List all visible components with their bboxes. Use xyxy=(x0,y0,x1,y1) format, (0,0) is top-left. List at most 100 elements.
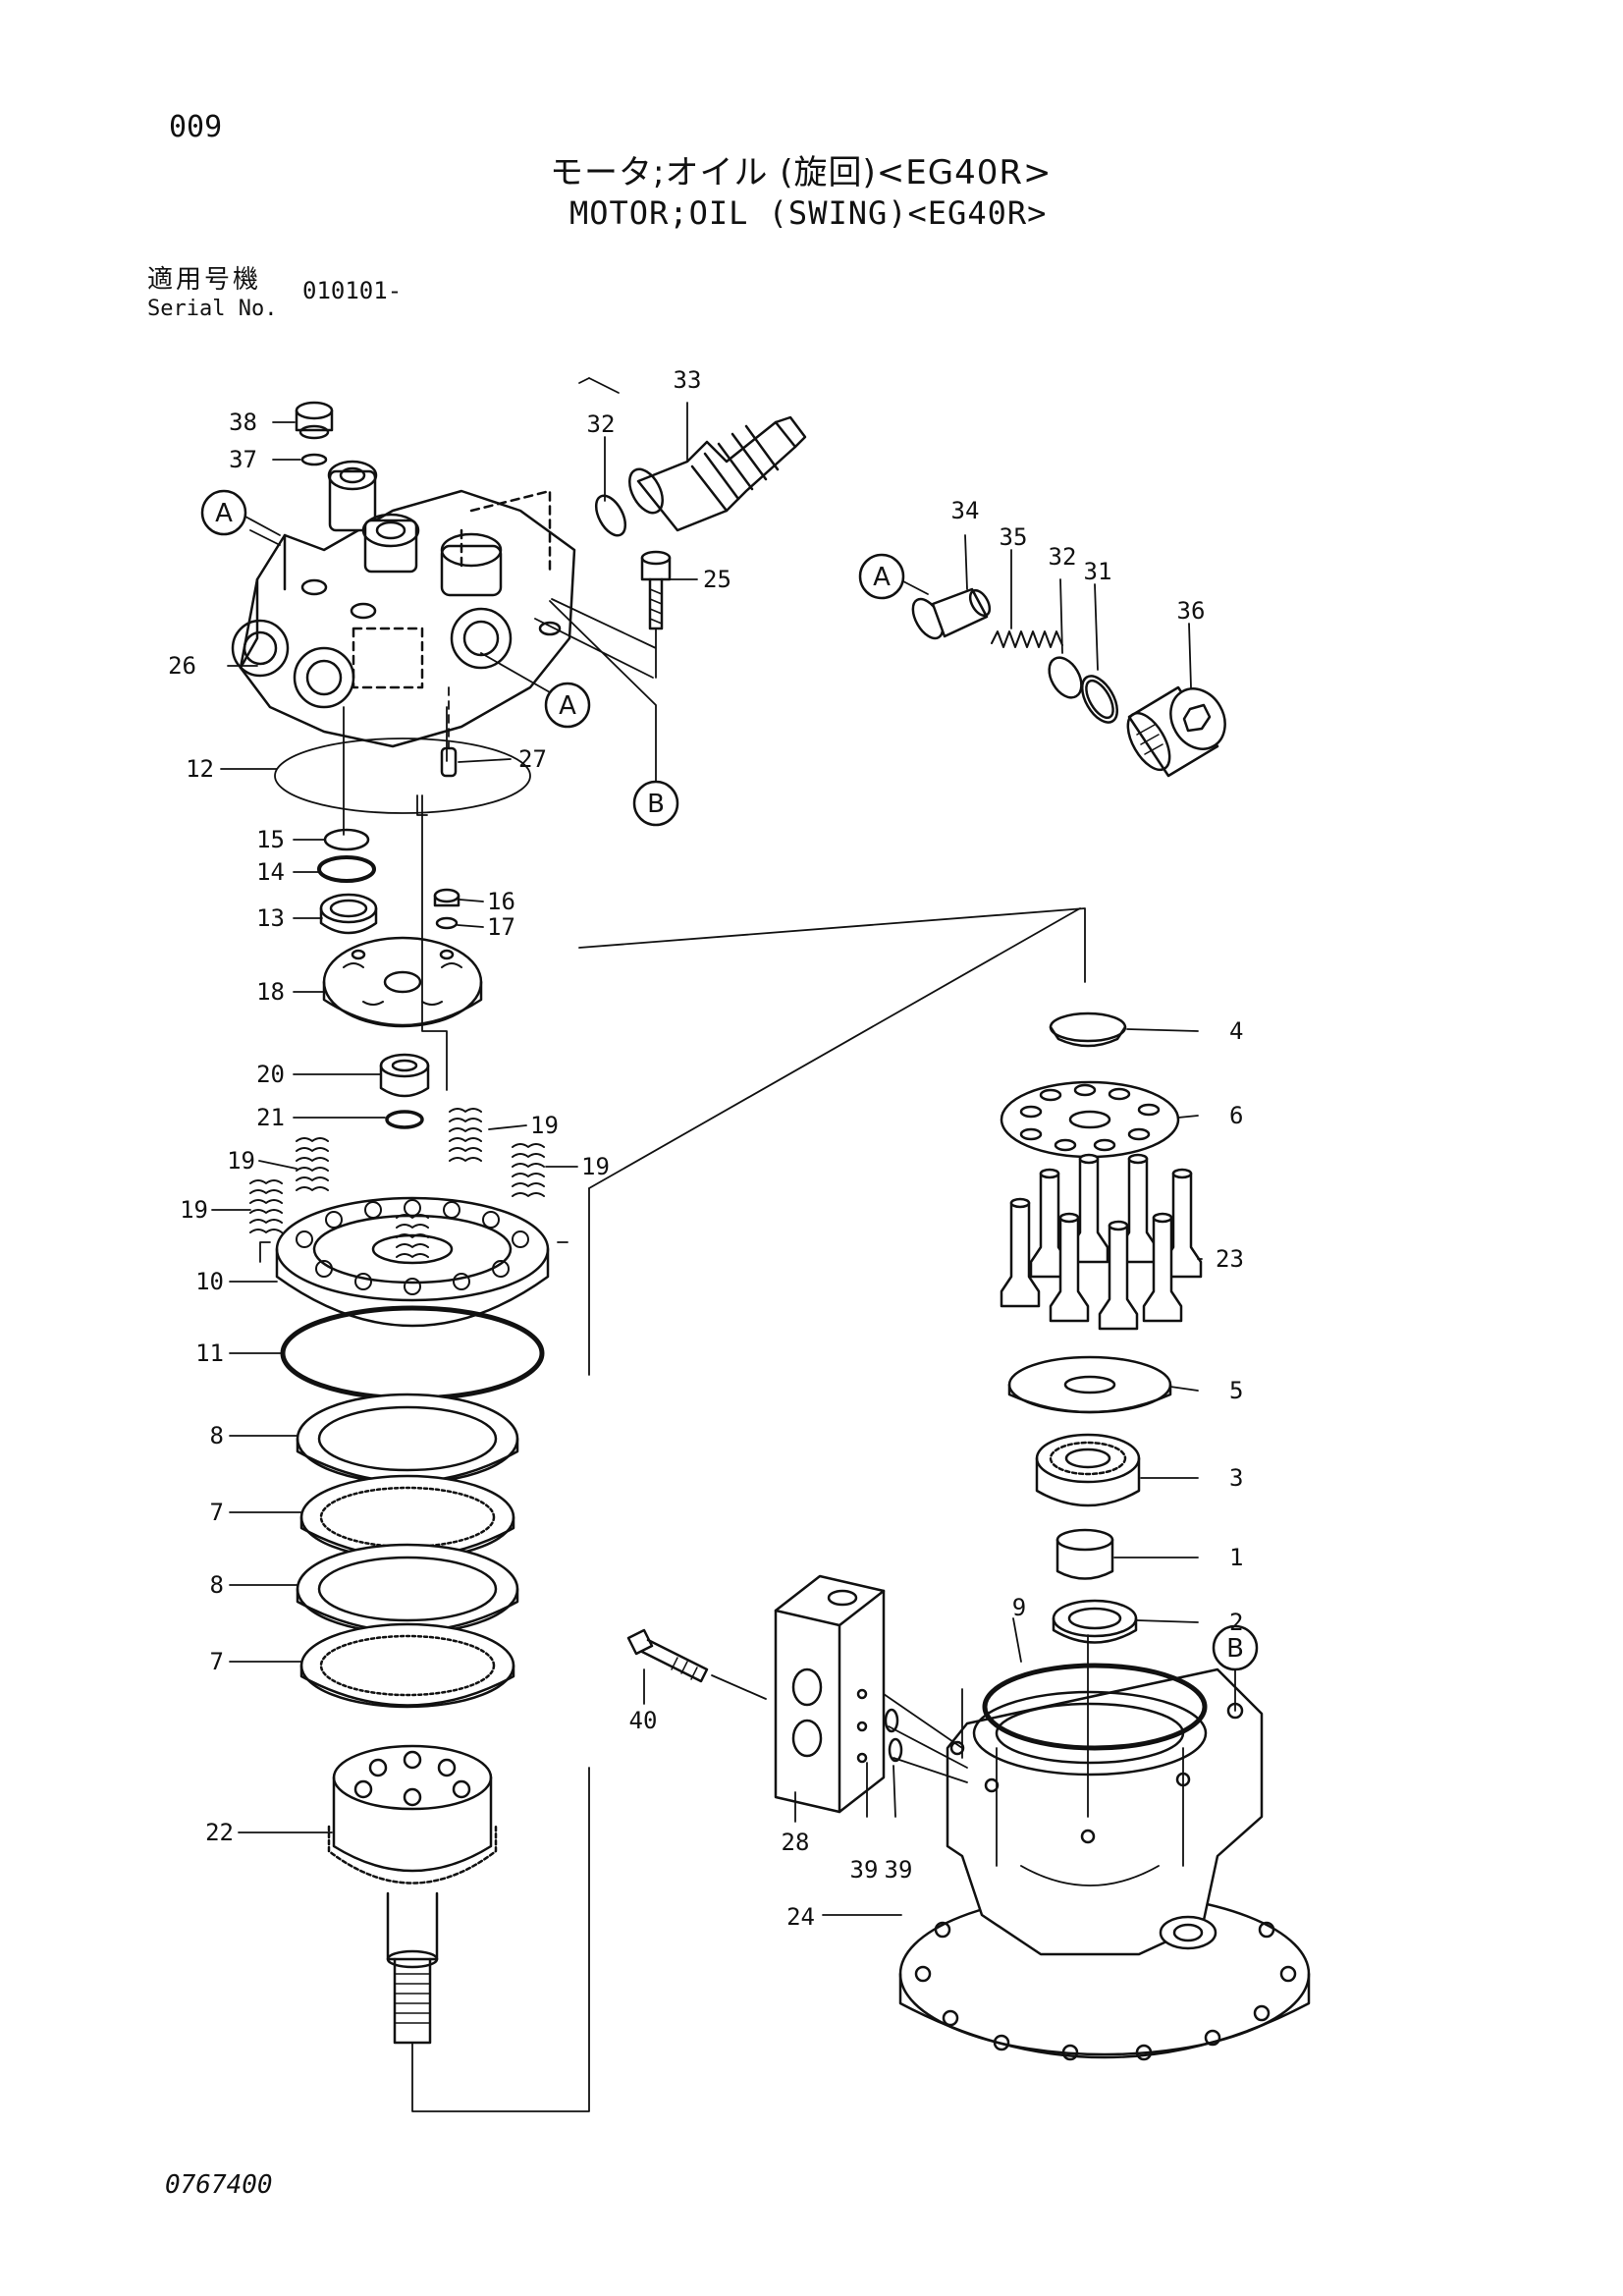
label-14: 14 xyxy=(256,858,285,886)
part-36-cap-drawing xyxy=(1126,685,1226,778)
serial-label-english: Serial No. xyxy=(147,297,278,321)
callout-marks: A A A B B xyxy=(200,489,1259,1671)
part-8-plate-upper-drawing xyxy=(296,1393,519,1485)
part-37-oring-drawing xyxy=(300,453,328,466)
label-24: 24 xyxy=(786,1903,815,1931)
label-1: 1 xyxy=(1229,1544,1243,1571)
part-32b-oring-drawing xyxy=(1048,656,1083,699)
callout-b-2: B xyxy=(1226,1634,1244,1664)
serial-number-range: 010101- xyxy=(302,277,403,304)
leader-lines xyxy=(211,402,1236,1916)
part-19-springs-drawing xyxy=(249,1108,545,1233)
callout-b-1: B xyxy=(647,790,665,819)
part-10-cylinder-block-drawing xyxy=(259,1196,568,1328)
label-12: 12 xyxy=(186,755,214,783)
label-35: 35 xyxy=(1000,523,1028,551)
part-7-disc-lower-drawing xyxy=(299,1622,515,1709)
part-26-valve-head-drawing xyxy=(231,460,576,748)
label-6: 6 xyxy=(1229,1102,1243,1129)
label-7-a: 7 xyxy=(210,1499,224,1526)
part-14-oring-drawing xyxy=(317,855,376,883)
label-36: 36 xyxy=(1177,597,1206,625)
callout-a-2: A xyxy=(559,691,576,721)
part-15-seal-drawing xyxy=(323,828,370,851)
part-22-shaft-drawing xyxy=(327,1744,498,2045)
part-3-bearing-drawing xyxy=(1035,1433,1141,1507)
part-17-oring-drawing xyxy=(435,916,459,930)
part-1-collar-drawing xyxy=(1055,1528,1114,1580)
label-19-a: 19 xyxy=(530,1112,559,1139)
label-25: 25 xyxy=(703,566,731,593)
label-27: 27 xyxy=(518,745,547,773)
label-23: 23 xyxy=(1216,1245,1244,1273)
page-number: 009 xyxy=(169,110,223,144)
callout-a-3: A xyxy=(873,563,891,592)
serial-label-japanese: 適用号機 xyxy=(147,265,262,295)
label-18: 18 xyxy=(256,978,285,1006)
part-38-plug-drawing xyxy=(295,401,334,440)
label-22: 22 xyxy=(205,1819,234,1846)
part-13-bearing-drawing xyxy=(319,893,378,935)
label-33: 33 xyxy=(674,366,702,394)
label-7-b: 7 xyxy=(210,1648,224,1675)
label-21: 21 xyxy=(256,1104,285,1131)
label-19-d: 19 xyxy=(180,1196,208,1224)
label-38: 38 xyxy=(229,409,257,436)
label-16: 16 xyxy=(487,888,515,915)
label-32-a: 32 xyxy=(587,410,616,438)
label-8-b: 8 xyxy=(210,1571,224,1599)
label-40: 40 xyxy=(629,1707,658,1734)
part-40-bolt-drawing xyxy=(626,1628,709,1683)
label-34: 34 xyxy=(951,497,980,524)
part-5-shoe-plate-drawing xyxy=(1007,1355,1172,1414)
label-2: 2 xyxy=(1229,1609,1243,1636)
callout-a-1: A xyxy=(215,499,233,528)
label-5: 5 xyxy=(1229,1377,1243,1404)
label-15: 15 xyxy=(256,826,285,853)
part-4-cap-drawing xyxy=(1049,1011,1127,1048)
part-21-ring-drawing xyxy=(385,1110,424,1129)
part-16-plug-drawing xyxy=(433,888,460,907)
label-26: 26 xyxy=(168,652,196,680)
label-37: 37 xyxy=(229,446,257,473)
part-23-pistons-drawing xyxy=(1000,1153,1203,1331)
drawing-number: 0767400 xyxy=(165,2170,273,2200)
label-13: 13 xyxy=(256,904,285,932)
label-10: 10 xyxy=(195,1268,224,1295)
label-19-b: 19 xyxy=(581,1153,610,1180)
part-28-valve-block-drawing xyxy=(774,1574,886,1814)
label-3: 3 xyxy=(1229,1464,1243,1492)
part-34-poppet-drawing xyxy=(911,587,992,640)
label-39-b: 39 xyxy=(885,1856,913,1884)
label-8-a: 8 xyxy=(210,1422,224,1449)
label-4: 4 xyxy=(1229,1017,1243,1045)
label-9: 9 xyxy=(1012,1594,1026,1621)
label-39-a: 39 xyxy=(850,1856,879,1884)
part-27-pin-drawing xyxy=(440,686,458,778)
part-8-plate-lower-drawing xyxy=(296,1543,519,1635)
part-31-ring-drawing xyxy=(1080,675,1119,724)
label-32-b: 32 xyxy=(1049,543,1077,571)
title-japanese: モータ;オイル (旋回)<EG40R> xyxy=(550,153,1053,192)
part-25-bolt-drawing xyxy=(640,550,672,630)
part-labels: 38 37 26 12 27 15 14 13 16 17 18 20 21 1… xyxy=(168,366,1244,1931)
part-9-oring-drawing xyxy=(982,1663,1208,1751)
part-2-seal-drawing xyxy=(1052,1599,1138,1644)
part-35-spring-drawing xyxy=(991,630,1063,648)
part-39-orings-drawing xyxy=(884,1708,903,1763)
part-20-bearing-drawing xyxy=(379,1053,430,1098)
part-33-relief-valve-drawing xyxy=(628,415,807,532)
label-19-c: 19 xyxy=(227,1147,255,1175)
label-17: 17 xyxy=(487,913,515,941)
label-28: 28 xyxy=(782,1829,810,1856)
part-32-oring-drawing xyxy=(594,494,627,537)
part-11-oring-drawing xyxy=(280,1305,545,1401)
part-12-gasket-drawing xyxy=(274,738,531,814)
part-18-valve-plate-drawing xyxy=(322,936,483,1028)
label-20: 20 xyxy=(256,1061,285,1088)
label-31: 31 xyxy=(1084,558,1112,585)
assembly-lines xyxy=(343,377,1089,2112)
part-6-retainer-plate-drawing xyxy=(1000,1080,1180,1159)
title-english: MOTOR;OIL (SWING)<EG40R> xyxy=(569,194,1048,232)
